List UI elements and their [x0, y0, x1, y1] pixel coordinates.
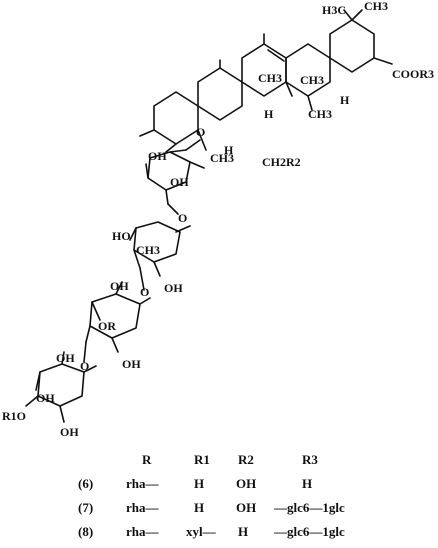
cell-r1: H — [194, 476, 205, 491]
aglycone-skeleton — [139, 9, 393, 153]
label-ch3-s2: CH3 — [136, 243, 160, 257]
cell-r: rha— — [126, 500, 159, 515]
header-r: R — [142, 452, 152, 467]
label-ch3-b: CH3 — [300, 73, 324, 87]
label-coor3: COOR3 — [392, 67, 434, 81]
label-oh-s1b: OH — [170, 175, 189, 189]
substituent-table: R R1 R2 R3 (6) rha— H OH H (7) rha— H OH… — [78, 452, 408, 548]
sugar-ring-3 — [83, 281, 151, 363]
label-or-s3: OR — [98, 319, 116, 333]
header-r3: R3 — [302, 452, 318, 467]
label-h-a: H — [264, 107, 274, 121]
header-r1: R1 — [194, 452, 210, 467]
label-ho-s2: HO — [112, 229, 131, 243]
cell-r3: —glc6—1glc — [274, 524, 345, 539]
header-r2: R2 — [238, 452, 254, 467]
label-oh-s2: OH — [164, 281, 183, 295]
row-id: (6) — [78, 476, 94, 491]
cell-r: rha— — [126, 476, 159, 491]
label-ch3-a: CH3 — [258, 71, 282, 85]
label-oh-s4a: OH — [56, 351, 75, 365]
label-oh-s3a: OH — [110, 279, 129, 293]
sugar-ring-4 — [25, 351, 97, 423]
label-oh-s3b: OH — [122, 357, 141, 371]
row-id: (8) — [78, 524, 94, 539]
structure-labels: H3C CH3 COOR3 CH3 CH3 CH3 H H H O CH3 CH… — [2, 0, 434, 439]
label-ch3-top: CH3 — [364, 0, 388, 13]
chemical-structure: H3C CH3 COOR3 CH3 CH3 CH3 H H H O CH3 CH… — [2, 0, 434, 439]
sugar-ring-2 — [129, 221, 191, 291]
cell-r1: xyl— — [186, 524, 216, 539]
cell-r3: —glc6—1glc — [274, 500, 345, 515]
label-ch2r2: CH2R2 — [262, 155, 301, 169]
row-id: (7) — [78, 500, 94, 515]
label-h3c-top: H3C — [322, 3, 346, 17]
cell-r1: H — [194, 500, 205, 515]
label-ch3-c: CH3 — [308, 107, 332, 121]
cell-r3: H — [302, 476, 313, 491]
label-oh-s4c: OH — [60, 425, 79, 439]
table-row: (7) rha— H OH —glc6—1glc — [78, 500, 408, 524]
cell-r2: H — [238, 524, 249, 539]
label-o-s1: O — [178, 211, 187, 225]
label-o-link: O — [196, 125, 205, 139]
label-oh-s4b: OH — [36, 391, 55, 405]
label-h-c: H — [224, 143, 234, 157]
table-row: (8) rha— xyl— H —glc6—1glc — [78, 524, 408, 548]
label-o-s2: O — [140, 285, 149, 299]
sugar-ring-1 — [145, 139, 205, 215]
cell-r2: OH — [236, 476, 257, 491]
label-o-s3: O — [80, 359, 89, 373]
table-row: (6) rha— H OH H — [78, 476, 408, 500]
cell-r: rha— — [126, 524, 159, 539]
label-r1o-s4: R1O — [2, 409, 26, 423]
table-header-row: R R1 R2 R3 — [78, 452, 408, 476]
cell-r2: OH — [236, 500, 257, 515]
label-ch3-gem: CH3 — [210, 151, 234, 165]
label-oh-s1a: OH — [148, 149, 167, 163]
label-h-b: H — [340, 93, 350, 107]
